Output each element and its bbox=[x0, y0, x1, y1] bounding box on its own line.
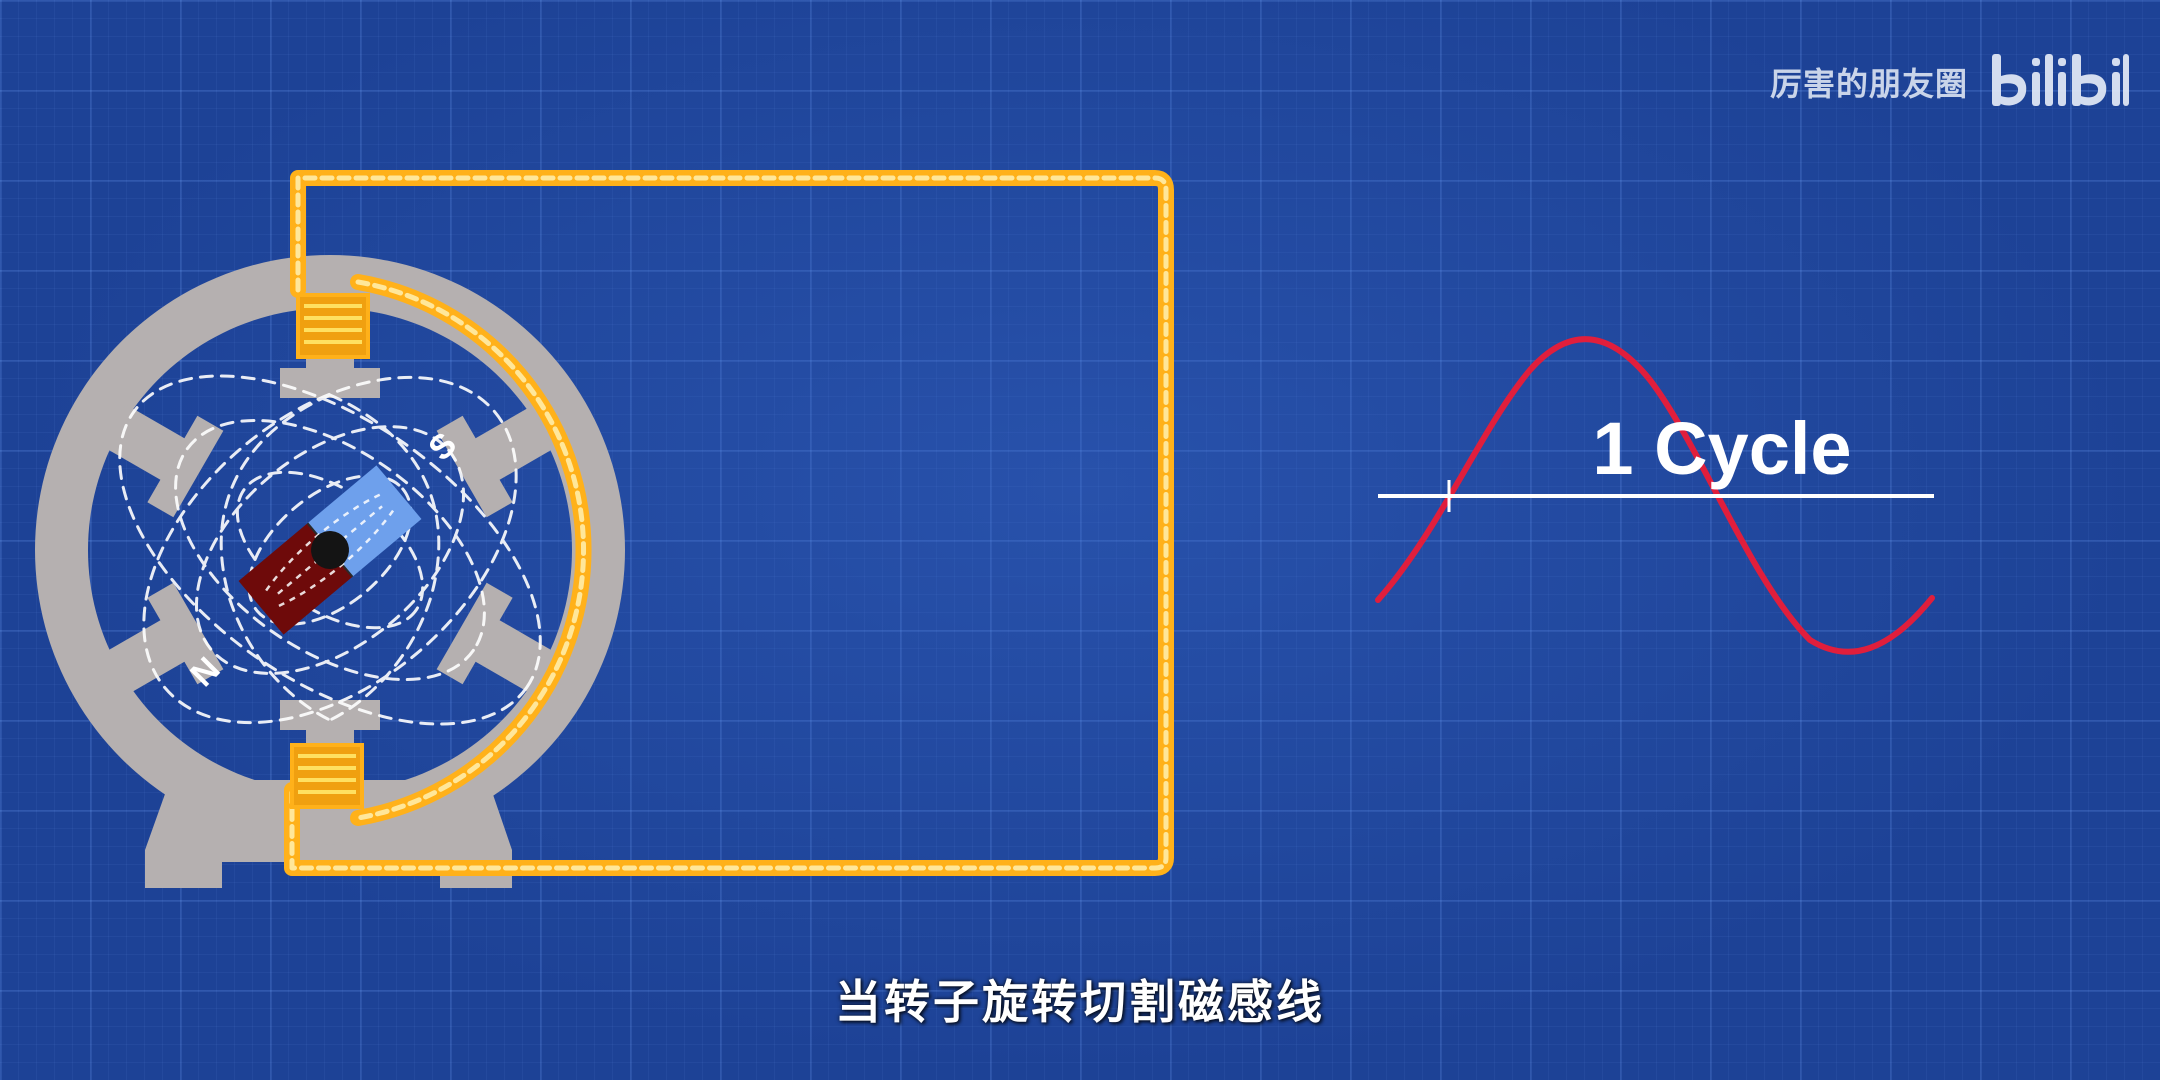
sine-wave-graph: 1 Cycle bbox=[1375, 336, 1935, 655]
stator-pole-lower-left bbox=[101, 582, 224, 696]
cycle-label: 1 Cycle bbox=[1592, 407, 1851, 490]
magnetic-field-lines bbox=[118, 374, 542, 726]
stator-pole-upper-right bbox=[436, 404, 559, 518]
watermark: 厉害的朋友圈 bbox=[1770, 50, 2130, 114]
sine-wave bbox=[1375, 336, 1935, 655]
coil-bottom bbox=[290, 743, 364, 809]
stator-poles bbox=[101, 300, 559, 800]
channel-name: 厉害的朋友圈 bbox=[1769, 65, 1968, 103]
coil-top bbox=[296, 293, 370, 359]
wire-circuit bbox=[284, 170, 1174, 876]
bilibili-logo bbox=[1990, 50, 2130, 114]
rotor-magnet bbox=[238, 465, 422, 635]
stator-pole-upper-left bbox=[101, 404, 224, 518]
rotor-shaft bbox=[311, 531, 349, 569]
video-subtitle: 当转子旋转切割磁感线 bbox=[835, 975, 1325, 1029]
bilibili-logo-icon bbox=[1992, 54, 2129, 106]
stator-pole-lower-right bbox=[436, 582, 559, 696]
